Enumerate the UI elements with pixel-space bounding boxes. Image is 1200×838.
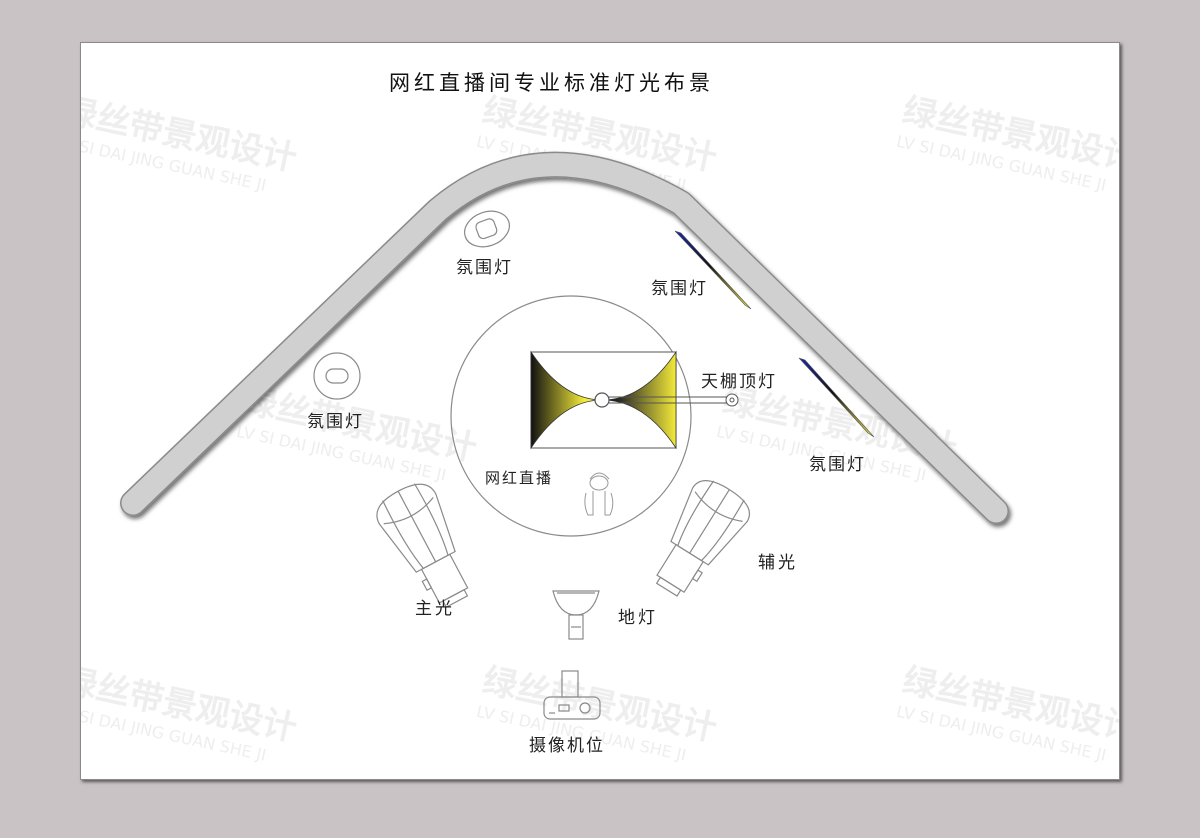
person-icon [584,472,614,516]
label-ambient-light-left: 氛围灯 [307,412,364,432]
ceiling-light-icon [530,350,739,450]
spotlight-icon [376,483,469,609]
label-ambient-light-right-lower: 氛围灯 [809,455,866,475]
label-ambient-light-top: 氛围灯 [456,258,513,278]
label-floor-light: 地灯 [618,608,658,628]
ambient-light-icon [464,210,510,248]
lighting-plan: 绿丝带景观设计 LV SI DAI JING GUAN SHE JI 绿丝带景观… [81,71,1119,765]
ambient-light-icon [313,352,361,400]
label-camera-position: 摄像机位 [529,736,605,756]
label-key-light: 主光 [415,599,455,619]
strip-light-icon [674,230,752,310]
label-live-stage: 网红直播 [485,469,553,487]
strip-light-icon [798,357,875,438]
diagram-title: 网红直播间专业标准灯光布景 [389,71,714,95]
camera-icon [543,670,601,720]
floor-lamp-icon [552,590,600,640]
wall-icon [120,151,1009,524]
drawing-sheet: 绿丝带景观设计 LV SI DAI JING GUAN SHE JI 绿丝带景观… [80,42,1120,780]
live-stage-circle [450,295,692,537]
spotlight-icon [655,480,751,597]
label-ambient-light-right-upper: 氛围灯 [651,279,708,299]
label-ceiling-light: 天棚顶灯 [701,372,777,392]
label-fill-light: 辅光 [758,553,798,573]
